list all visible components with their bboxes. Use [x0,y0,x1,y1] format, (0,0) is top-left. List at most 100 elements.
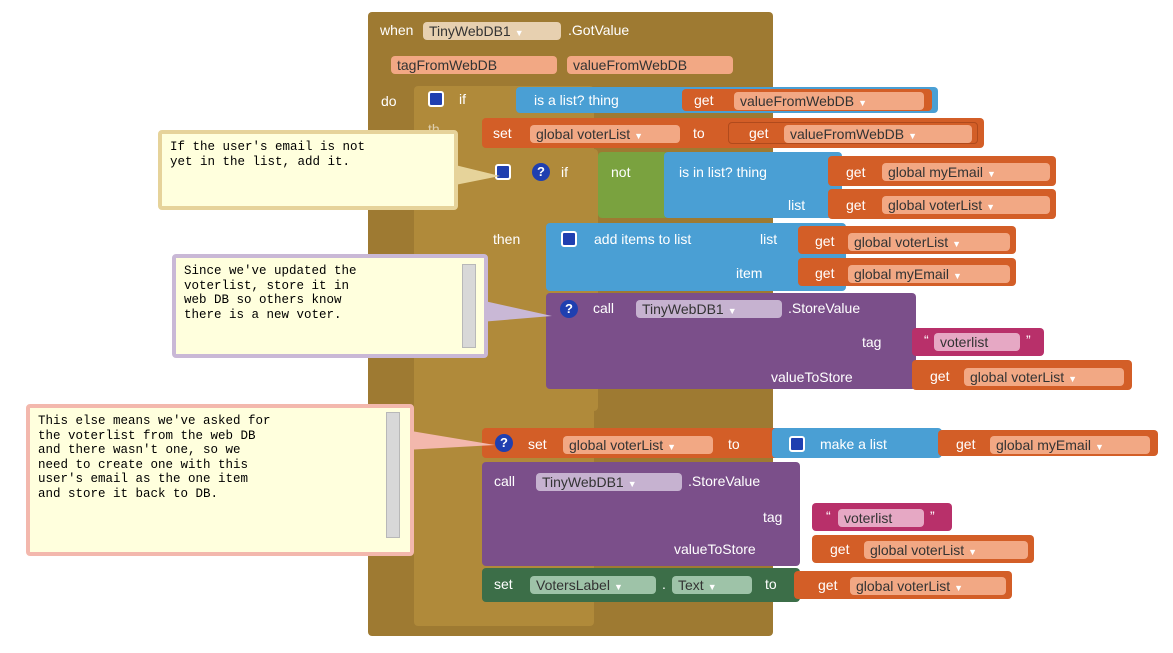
component-dropdown-3[interactable]: VotersLabel▼ [530,576,656,594]
var-dropdown-2[interactable]: valueFromWebDB▼ [784,125,972,143]
component-name: TinyWebDB1 [642,301,724,317]
text-value-label: voterlist [844,510,893,526]
var-name: global voterList [888,197,983,213]
set-var-name: global voterList [569,437,664,453]
var-dropdown-3[interactable]: global myEmail▼ [882,163,1050,181]
set-var-dropdown-2[interactable]: global voterList▼ [563,436,713,454]
quote-close: ” [1026,332,1031,348]
chevron-down-icon: ▼ [952,239,962,249]
help-icon[interactable]: ? [532,163,550,181]
mutator-icon[interactable] [428,91,444,107]
value-to-store-label: valueToStore [674,541,756,557]
get-label: get [846,164,866,180]
set-label: set [494,576,513,592]
is-in-list-label: is in list? thing [679,164,767,180]
var-dropdown-6[interactable]: global myEmail▼ [848,265,1010,283]
event-component-dropdown[interactable]: TinyWebDB1▼ [423,22,561,40]
not-block[interactable] [598,152,668,218]
component-name: TinyWebDB1 [542,474,624,490]
chevron-down-icon: ▼ [954,583,964,593]
is-a-list-label: is a list? thing [534,92,619,108]
chevron-down-icon: ▼ [968,547,978,557]
set-label: set [493,125,512,141]
param-tag-label: tagFromWebDB [397,57,498,73]
add-items-label: add items to list [594,231,692,247]
chevron-down-icon: ▼ [627,479,637,489]
chevron-down-icon: ▼ [667,442,677,452]
var-name: valueFromWebDB [740,93,855,109]
get-label: get [815,233,835,249]
to-label: to [765,576,777,592]
comment-3[interactable]: This else means we've asked for the vote… [26,404,414,556]
mutator-icon[interactable] [495,164,511,180]
dot-label: . [662,576,666,592]
if-label: if [459,91,466,107]
event-component-name: TinyWebDB1 [429,23,511,39]
param-value-from-web-db[interactable]: valueFromWebDB [567,56,733,74]
var-name: global voterList [856,578,951,594]
chevron-down-icon: ▼ [514,28,524,38]
to-label: to [728,436,740,452]
chevron-down-icon: ▼ [1068,374,1078,384]
component-dropdown-2[interactable]: TinyWebDB1▼ [536,473,682,491]
get-label: get [818,577,838,593]
is-in-list-block[interactable] [664,152,842,218]
then-label-2: then [493,231,521,247]
var-name: global myEmail [888,164,983,180]
var-dropdown-5[interactable]: global voterList▼ [848,233,1010,251]
tag-label: tag [862,334,882,350]
mutator-icon[interactable] [561,231,577,247]
get-label: get [830,541,850,557]
component-dropdown-1[interactable]: TinyWebDB1▼ [636,300,782,318]
method-label: .StoreValue [688,473,761,489]
call-label: call [494,473,516,489]
add-items-block[interactable] [546,223,846,291]
get-label: get [930,368,950,384]
value-to-store-label: valueToStore [771,369,853,385]
var-name: valueFromWebDB [790,126,905,142]
quote-open: “ [826,508,831,524]
chevron-down-icon: ▼ [986,169,996,179]
do-label: do [381,93,397,109]
set-label: set [528,436,547,452]
component-name: VotersLabel [536,577,610,593]
var-name: global voterList [870,542,965,558]
get-label: get [956,436,976,452]
text-value-1[interactable]: voterlist [934,333,1020,351]
var-dropdown-9[interactable]: global voterList▼ [864,541,1028,559]
comment-3-scrollbar[interactable] [386,412,400,538]
var-dropdown-8[interactable]: global myEmail▼ [990,436,1150,454]
chevron-down-icon: ▼ [952,271,962,281]
chevron-down-icon: ▼ [613,582,623,592]
chevron-down-icon: ▼ [707,582,717,592]
list-label: list [788,197,806,213]
var-dropdown-7[interactable]: global voterList▼ [964,368,1124,386]
param-tag-from-web-db[interactable]: tagFromWebDB [391,56,557,74]
chevron-down-icon: ▼ [1094,442,1104,452]
property-dropdown[interactable]: Text▼ [672,576,752,594]
comment-2-scrollbar[interactable] [462,264,476,348]
not-label: not [611,164,631,180]
comment-2[interactable]: Since we've updated the voterlist, store… [172,254,488,358]
var-name: global myEmail [996,437,1091,453]
var-name: global voterList [854,234,949,250]
set-var-dropdown-1[interactable]: global voterList▼ [530,125,680,143]
chevron-down-icon: ▼ [858,98,868,108]
var-dropdown-4[interactable]: global voterList▼ [882,196,1050,214]
help-icon[interactable]: ? [495,434,513,452]
var-dropdown-10[interactable]: global voterList▼ [850,577,1006,595]
var-dropdown-1[interactable]: valueFromWebDB▼ [734,92,924,110]
text-value-2[interactable]: voterlist [838,509,924,527]
make-list-label: make a list [820,436,887,452]
else-label: else [428,434,454,450]
chevron-down-icon: ▼ [908,131,918,141]
help-icon[interactable]: ? [560,300,578,318]
chevron-down-icon: ▼ [986,202,996,212]
param-value-label: valueFromWebDB [573,57,688,73]
get-label: get [749,125,769,141]
event-name: .GotValue [568,22,630,38]
mutator-icon[interactable] [789,436,805,452]
set-var-name: global voterList [536,126,631,142]
method-label: .StoreValue [788,300,861,316]
comment-1[interactable]: If the user's email is not yet in the li… [158,130,458,210]
